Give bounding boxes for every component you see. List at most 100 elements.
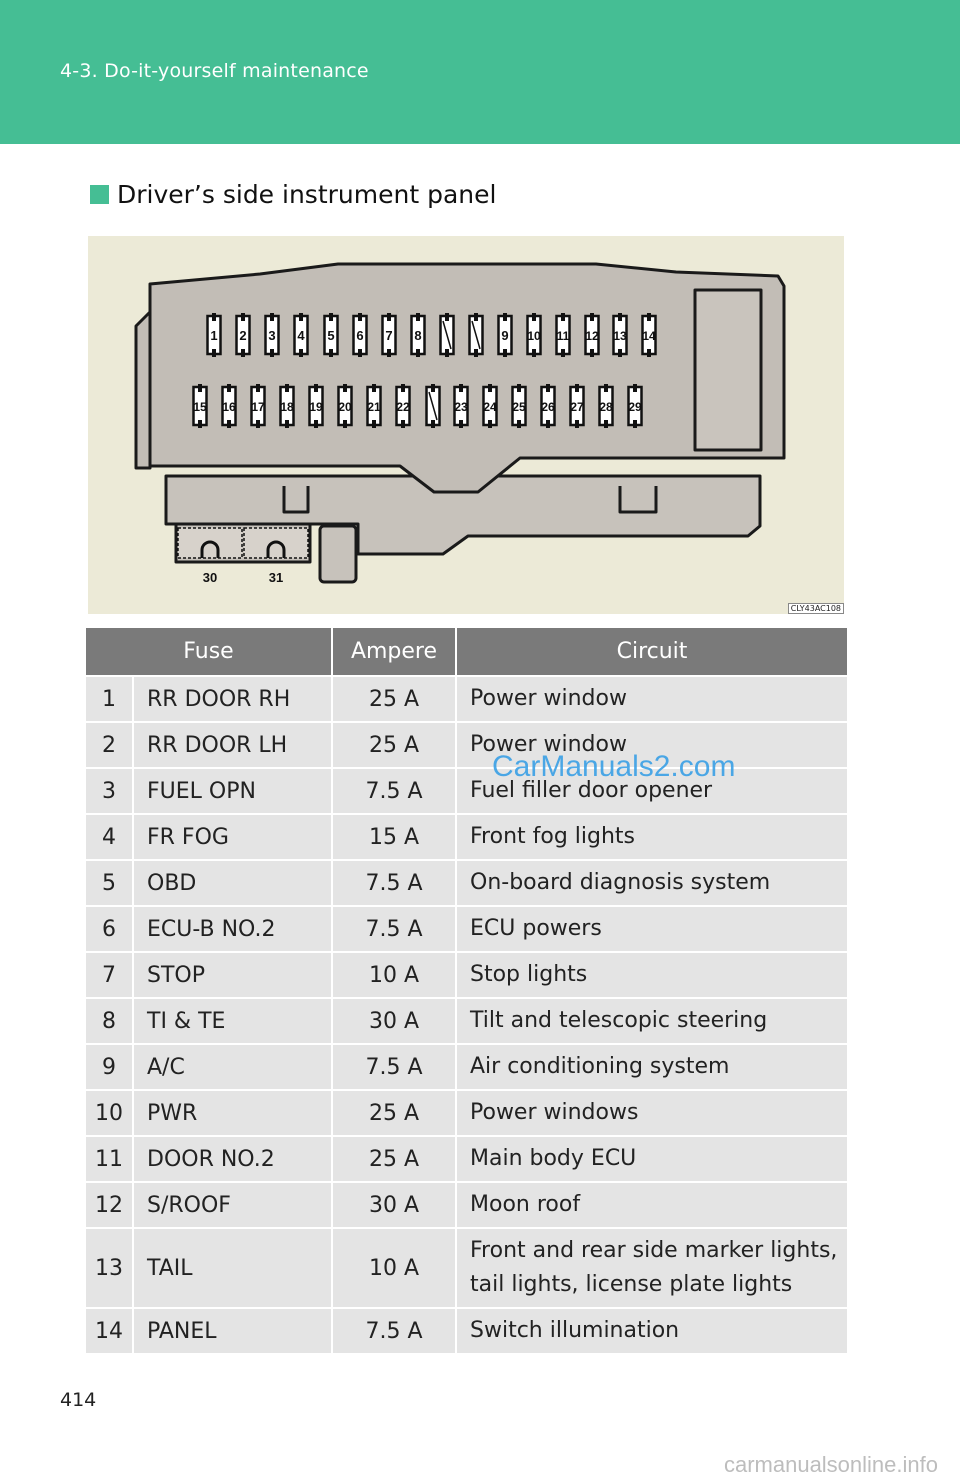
fuse-slot-20: 20 <box>337 384 353 428</box>
fuse-number-label: 15 <box>193 400 207 414</box>
fuse-ampere: 10 A <box>332 951 457 998</box>
fuse-number-label: 29 <box>628 400 642 414</box>
fuse-number-label: 21 <box>367 400 381 414</box>
fuse-ampere: 7.5 A <box>332 1307 457 1353</box>
large-fuse-31: 31 <box>243 527 309 585</box>
fuse-number: 14 <box>86 1307 134 1353</box>
fuse-number-label: 25 <box>512 400 526 414</box>
fuse-ampere: 15 A <box>332 813 457 860</box>
fuse-number-label: 18 <box>280 400 294 414</box>
fuse-circuit: Air conditioning system <box>456 1043 847 1090</box>
page-number: 414 <box>60 1389 97 1411</box>
fuse-number-label: 11 <box>557 329 570 343</box>
col-header-circuit: Circuit <box>456 628 847 676</box>
section-title: Driver’s side instrument panel <box>90 180 496 209</box>
fuse-ampere: 25 A <box>332 1135 457 1182</box>
footer-watermark: carmanualsonline.info <box>723 1452 938 1477</box>
fuse-slot-27: 27 <box>569 384 585 428</box>
fuse-number: 12 <box>86 1181 134 1228</box>
fuse-slot-25: 25 <box>511 384 527 428</box>
fuse-number-label: 26 <box>541 400 555 414</box>
fuse-number-label: 1 <box>210 328 217 343</box>
fuse-circuit: Front and rear side marker lights, tail … <box>456 1227 847 1308</box>
fuse-circuit: Power windows <box>456 1089 847 1136</box>
fuse-number: 11 <box>86 1135 134 1182</box>
fuse-circuit: Tilt and telescopic steering <box>456 997 847 1044</box>
fuse-ampere: 30 A <box>332 1181 457 1228</box>
fuse-circuit: Stop lights <box>456 951 847 998</box>
fuse-circuit: Fuel filler door opener <box>456 767 847 814</box>
fuse-slot-22: 22 <box>395 384 411 428</box>
fuse-ampere: 25 A <box>332 1089 457 1136</box>
fuse-name: RR DOOR LH <box>133 721 333 768</box>
fuse-number-label: 28 <box>599 400 613 414</box>
fuse-ampere: 30 A <box>332 997 457 1044</box>
fuse-slot-21: 21 <box>366 384 382 428</box>
fuse-number: 6 <box>86 905 134 952</box>
fuse-ampere: 7.5 A <box>332 905 457 952</box>
fuse-number-label: 13 <box>613 329 627 343</box>
fuse-circuit: Main body ECU <box>456 1135 847 1182</box>
fuse-number-label: 24 <box>483 400 497 414</box>
fuse-name: ECU-B NO.2 <box>133 905 333 952</box>
fuse-slot-2: 2 <box>235 313 251 357</box>
fuse-name: PWR <box>133 1089 333 1136</box>
fuse-circuit: Power window <box>456 721 847 768</box>
fuse-slot-26: 26 <box>540 384 556 428</box>
fuse-number-label: 3 <box>268 328 275 343</box>
fuse-name: STOP <box>133 951 333 998</box>
fuse-slot-5: 5 <box>323 313 339 357</box>
col-header-ampere: Ampere <box>332 628 457 676</box>
fuse-number-label: 12 <box>585 329 599 343</box>
fuse-number-label: 8 <box>414 328 421 343</box>
fuse-ampere: 10 A <box>332 1227 457 1308</box>
fuse-slot-11: 11 <box>555 313 571 357</box>
fuse-slot-6: 6 <box>352 313 368 357</box>
fuse-number-label: 5 <box>327 328 334 343</box>
fuse-number: 13 <box>86 1227 134 1308</box>
col-header-fuse: Fuse <box>86 628 333 676</box>
fuse-number-label: 17 <box>251 400 265 414</box>
large-fuse-number-label: 31 <box>269 570 283 585</box>
fuse-ampere: 7.5 A <box>332 859 457 906</box>
fuse-circuit: Moon roof <box>456 1181 847 1228</box>
fuse-number: 10 <box>86 1089 134 1136</box>
fuse-ampere: 7.5 A <box>332 1043 457 1090</box>
figure-code: CLY43AC108 <box>787 603 844 614</box>
fuse-number-label: 16 <box>222 400 236 414</box>
fuse-circuit: Front fog lights <box>456 813 847 860</box>
fuse-number-label: 20 <box>338 400 352 414</box>
fuse-number-label: 23 <box>454 400 468 414</box>
fuse-number-label: 22 <box>396 400 410 414</box>
fuse-name: FUEL OPN <box>133 767 333 814</box>
fuse-slot-7: 7 <box>381 313 397 357</box>
fuse-ampere: 25 A <box>332 721 457 768</box>
fuse-number: 2 <box>86 721 134 768</box>
large-fuse-number-label: 30 <box>203 570 217 585</box>
fuse-circuit: Switch illumination <box>456 1307 847 1353</box>
fuse-slot-spare <box>468 313 484 357</box>
fuse-number: 1 <box>86 675 134 722</box>
table-header-row: Fuse Ampere Circuit <box>86 628 847 676</box>
fuse-name: TAIL <box>133 1227 333 1308</box>
large-fuse-30: 30 <box>177 527 243 585</box>
fuse-number: 7 <box>86 951 134 998</box>
breadcrumb: 4-3. Do-it-yourself maintenance <box>60 60 369 82</box>
fuse-number-label: 19 <box>309 400 323 414</box>
fuse-name: FR FOG <box>133 813 333 860</box>
section-title-text: Driver’s side instrument panel <box>117 180 497 209</box>
fuse-name: RR DOOR RH <box>133 675 333 722</box>
fuse-ampere: 7.5 A <box>332 767 457 814</box>
fuse-circuit: ECU powers <box>456 905 847 952</box>
fuse-slot-10: 10 <box>526 313 542 357</box>
